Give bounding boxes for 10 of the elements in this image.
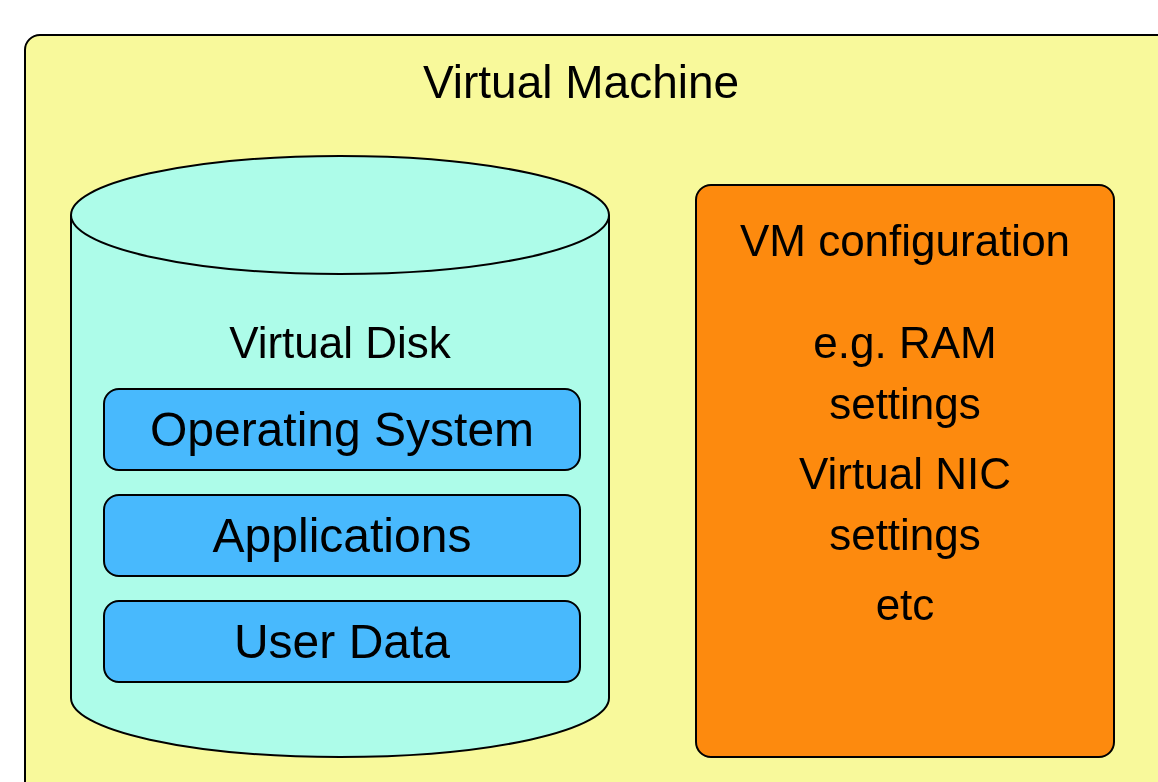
disk-label: Virtual Disk [228,317,452,369]
config-item: e.g. RAM settings [812,316,998,431]
container-box [24,34,1158,782]
config-title: VM configuration [738,215,1072,267]
config-item: etc [874,578,936,631]
layer-box: User Data [103,600,581,683]
container-title: Virtual Machine [421,55,741,110]
layer-box: Operating System [103,388,581,471]
config-box [695,184,1115,758]
layer-box: Applications [103,494,581,577]
